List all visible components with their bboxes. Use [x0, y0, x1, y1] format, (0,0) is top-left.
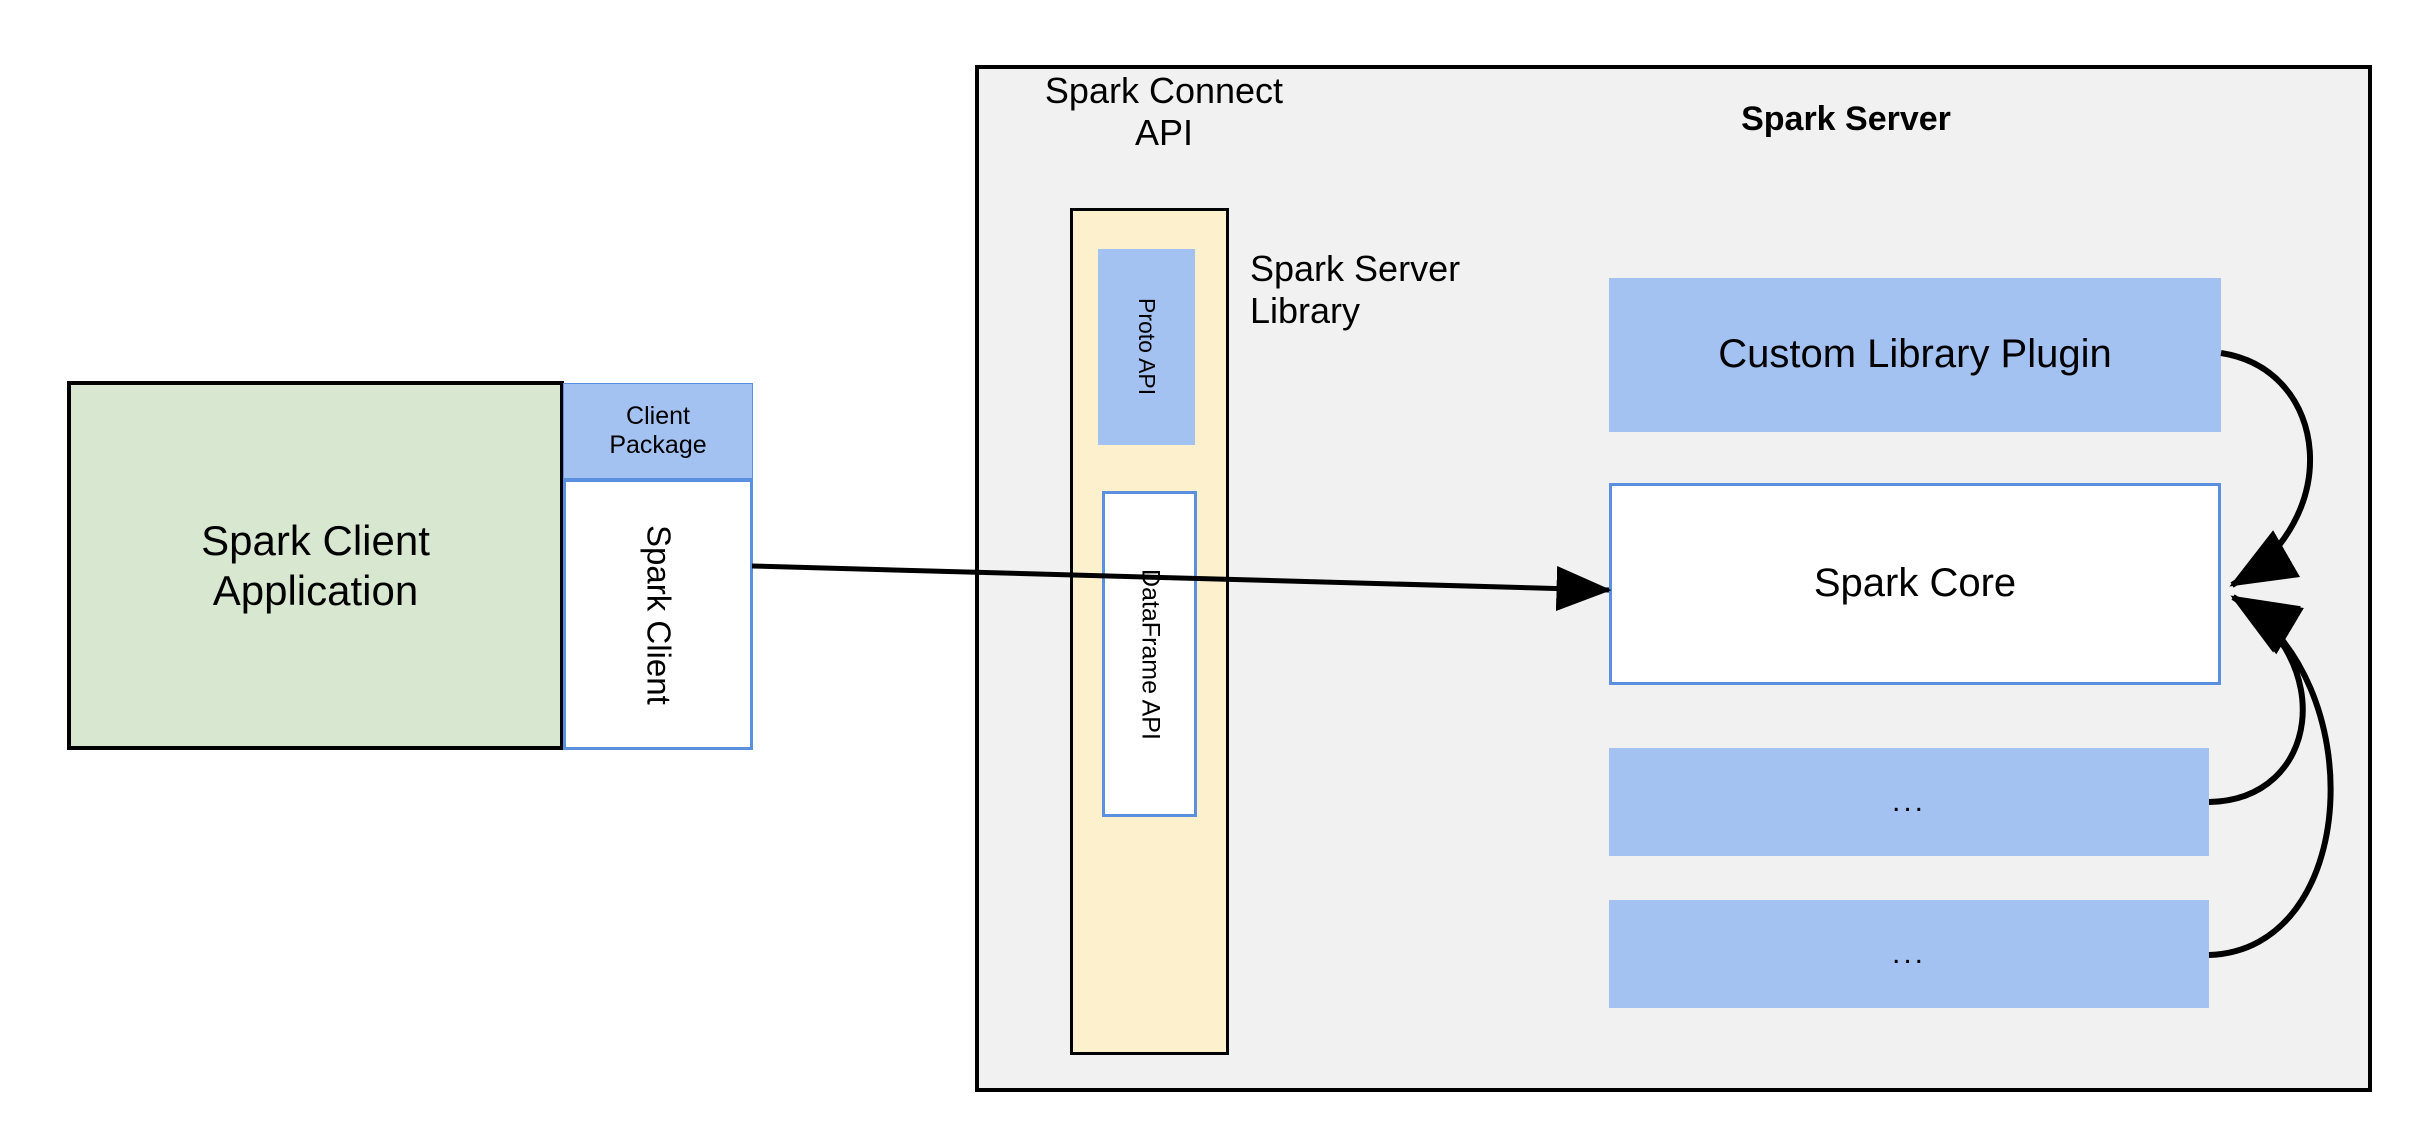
placeholder-box-1-label: ... — [1891, 785, 1926, 819]
spark-client-label: Spark Client — [640, 524, 678, 705]
spark-core-box: Spark Core — [1609, 483, 2221, 685]
custom-library-plugin-box: Custom Library Plugin — [1609, 278, 2221, 432]
spark-server-title: Spark Server — [1741, 99, 1951, 138]
spark-connect-api-label: Spark Connect API — [1019, 70, 1309, 158]
spark-server-library-label: Spark Server Library — [1250, 248, 1520, 340]
placeholder-box-2-label: ... — [1891, 937, 1926, 971]
proto-api-box: Proto API — [1098, 249, 1195, 445]
placeholder-box-1: ... — [1609, 748, 2209, 856]
custom-library-plugin-label: Custom Library Plugin — [1718, 332, 2112, 377]
proto-api-label: Proto API — [1134, 298, 1161, 396]
spark-server-library-label-line2: Library — [1250, 290, 1361, 332]
spark-connect-api-label-line1: Spark Connect — [1044, 70, 1284, 111]
spark-core-label: Spark Core — [1813, 561, 2017, 606]
spark-server-library-label-line1: Spark Server — [1250, 248, 1461, 289]
dataframe-api-label: DataFrame API — [1136, 568, 1165, 740]
spark-client-box: Spark Client — [563, 479, 753, 750]
dataframe-api-box: DataFrame API — [1102, 491, 1197, 817]
spark-connect-api-label-line2: API — [1134, 112, 1194, 154]
placeholder-box-2: ... — [1609, 900, 2209, 1008]
